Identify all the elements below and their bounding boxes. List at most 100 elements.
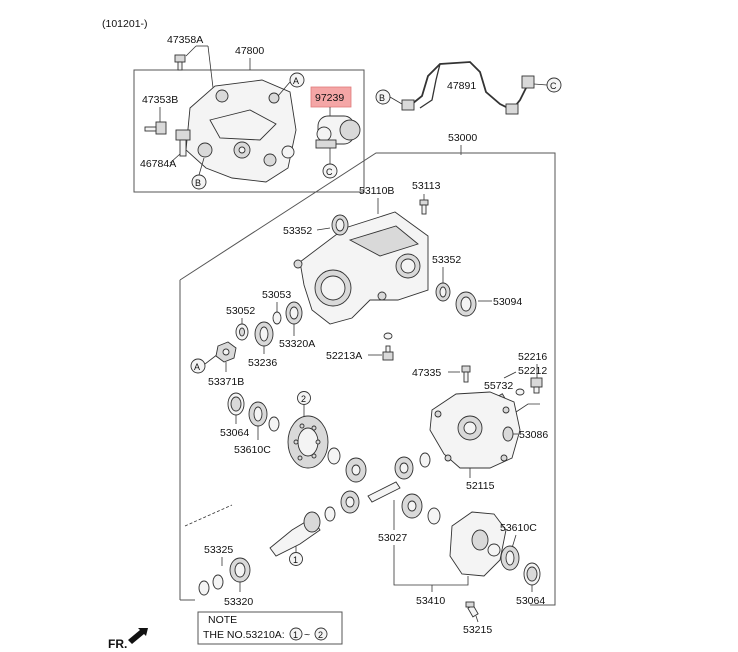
gasket-52212[interactable] <box>515 388 525 396</box>
shim-53053[interactable] <box>272 311 282 325</box>
part-label-53094[interactable]: 53094 <box>493 296 522 308</box>
washer-center[interactable] <box>327 447 341 465</box>
ref-letter-b2: B <box>379 93 385 103</box>
part-label-53371B[interactable]: 53371B <box>208 376 244 388</box>
bolt-53113[interactable] <box>419 199 429 215</box>
drive-pinion[interactable] <box>269 511 321 557</box>
note-range-end: 2 <box>318 630 323 640</box>
ref-circle-c <box>322 163 338 179</box>
note-ref-circle-end <box>314 627 328 641</box>
part-label-53052[interactable]: 53052 <box>226 305 255 317</box>
part-label-53000[interactable]: 53000 <box>448 132 477 144</box>
part-label-53110B[interactable]: 53110B <box>359 185 394 197</box>
note-text: THE NO.53210A: <box>203 629 285 641</box>
front-direction-label: FR. <box>108 637 127 651</box>
part-label-53236[interactable]: 53236 <box>248 357 277 369</box>
carrier-housing-53110B[interactable] <box>293 211 429 325</box>
part-label-97239[interactable]: 97239 <box>315 92 344 104</box>
ref-circle-2 <box>297 391 311 405</box>
side-gear-lower[interactable] <box>340 490 360 514</box>
side-gear-upper[interactable] <box>345 457 367 483</box>
bearing-53610C-lower[interactable] <box>500 545 520 571</box>
part-label-55732[interactable]: 55732 <box>484 380 513 392</box>
part-label-52213A[interactable]: 52213A <box>326 350 362 362</box>
part-label-53064-lower[interactable]: 53064 <box>516 595 545 607</box>
part-label-53325[interactable]: 53325 <box>204 544 233 556</box>
note-box <box>197 611 343 645</box>
ref-letter-b: B <box>195 178 201 188</box>
ref-circle-1 <box>289 552 303 566</box>
pinion-gear-lower[interactable] <box>401 493 423 519</box>
part-label-53352-right[interactable]: 53352 <box>432 254 461 266</box>
actuator-housing-47800[interactable] <box>185 79 297 183</box>
connector-47353B[interactable] <box>144 121 167 135</box>
plug-52216[interactable] <box>530 377 543 394</box>
bolt-47358A[interactable] <box>174 54 186 71</box>
pinion-shaft-53027[interactable] <box>367 481 401 503</box>
part-label-47358A[interactable]: 47358A <box>167 34 203 46</box>
part-label-53410[interactable]: 53410 <box>416 595 445 607</box>
rear-cover-52115[interactable] <box>429 391 540 469</box>
bearing-53320[interactable] <box>229 557 251 583</box>
ref-letter-a2: A <box>194 362 200 372</box>
part-label-52212[interactable]: 52212 <box>518 365 547 377</box>
bearing-53610C-upper[interactable] <box>248 401 280 432</box>
pinion-gear-upper[interactable] <box>394 456 414 480</box>
thrust-washer-lower[interactable] <box>427 507 441 525</box>
part-label-53610C-lower[interactable]: 53610C <box>500 522 537 534</box>
spacer-53325[interactable] <box>212 574 224 590</box>
drain-plug-52213A[interactable] <box>382 332 394 361</box>
ref-letter-c2: C <box>550 81 557 91</box>
actuator-motor-97239[interactable] <box>315 115 361 149</box>
part-label-52115[interactable]: 52115 <box>466 480 495 492</box>
part-label-47800[interactable]: 47800 <box>235 45 264 57</box>
part-label-47335[interactable]: 47335 <box>412 367 441 379</box>
part-label-53215[interactable]: 53215 <box>463 624 492 636</box>
part-label-47891[interactable]: 47891 <box>447 80 476 92</box>
note-title: NOTE <box>208 614 237 626</box>
part-label-47353B[interactable]: 47353B <box>142 94 178 106</box>
bolt-53215[interactable] <box>465 601 479 618</box>
thrust-washer-upper[interactable] <box>419 452 431 468</box>
highlight-97239 <box>310 86 352 108</box>
part-label-53320[interactable]: 53320 <box>224 596 253 608</box>
part-label-46784A[interactable]: 46784A <box>140 158 176 170</box>
ref-circle-a2 <box>190 358 206 374</box>
bearing-53320A[interactable] <box>285 301 303 325</box>
oil-seal-53352-left[interactable] <box>331 214 349 236</box>
bearing-race-53064-upper[interactable] <box>227 392 245 416</box>
nut-53371B[interactable] <box>215 341 237 363</box>
differential-assembly-outline <box>179 152 556 606</box>
spacer-53052[interactable] <box>235 323 249 341</box>
ref-letter-c: C <box>326 167 333 177</box>
part-label-53064-upper[interactable]: 53064 <box>220 427 249 439</box>
differential-case-53410[interactable] <box>449 511 507 577</box>
ref-circle-a <box>289 72 305 88</box>
sensor-46784A[interactable] <box>175 129 191 157</box>
front-arrow-icon <box>128 628 148 644</box>
wiring-harness-47891[interactable] <box>401 61 535 115</box>
bearing-53236[interactable] <box>254 321 274 347</box>
ref-letter-a: A <box>293 76 299 86</box>
actuator-assembly-box <box>133 69 365 193</box>
part-label-53610C-upper[interactable]: 53610C <box>234 444 271 456</box>
bearing-53094[interactable] <box>455 291 477 317</box>
oil-seal-53352-right[interactable] <box>435 282 451 302</box>
part-label-52216[interactable]: 52216 <box>518 351 547 363</box>
note-ref-circle-start <box>289 627 303 641</box>
bolt-47335[interactable] <box>461 365 471 383</box>
thrust-washer-left[interactable] <box>324 506 336 522</box>
bearing-race-53064-lower[interactable] <box>523 562 541 586</box>
seal-53086[interactable] <box>502 426 514 442</box>
ring-gear[interactable] <box>287 415 329 469</box>
spacer-53325-b[interactable] <box>198 580 210 596</box>
part-label-53113[interactable]: 53113 <box>412 180 441 192</box>
part-label-53027[interactable]: 53027 <box>378 532 407 544</box>
part-label-53086[interactable]: 53086 <box>519 429 548 441</box>
diagram-date-code: (101201-) <box>102 18 148 30</box>
part-label-53320A[interactable]: 53320A <box>279 338 315 350</box>
ref-number-1: 1 <box>293 555 298 565</box>
part-label-53352-left[interactable]: 53352 <box>283 225 312 237</box>
part-label-53053[interactable]: 53053 <box>262 289 291 301</box>
